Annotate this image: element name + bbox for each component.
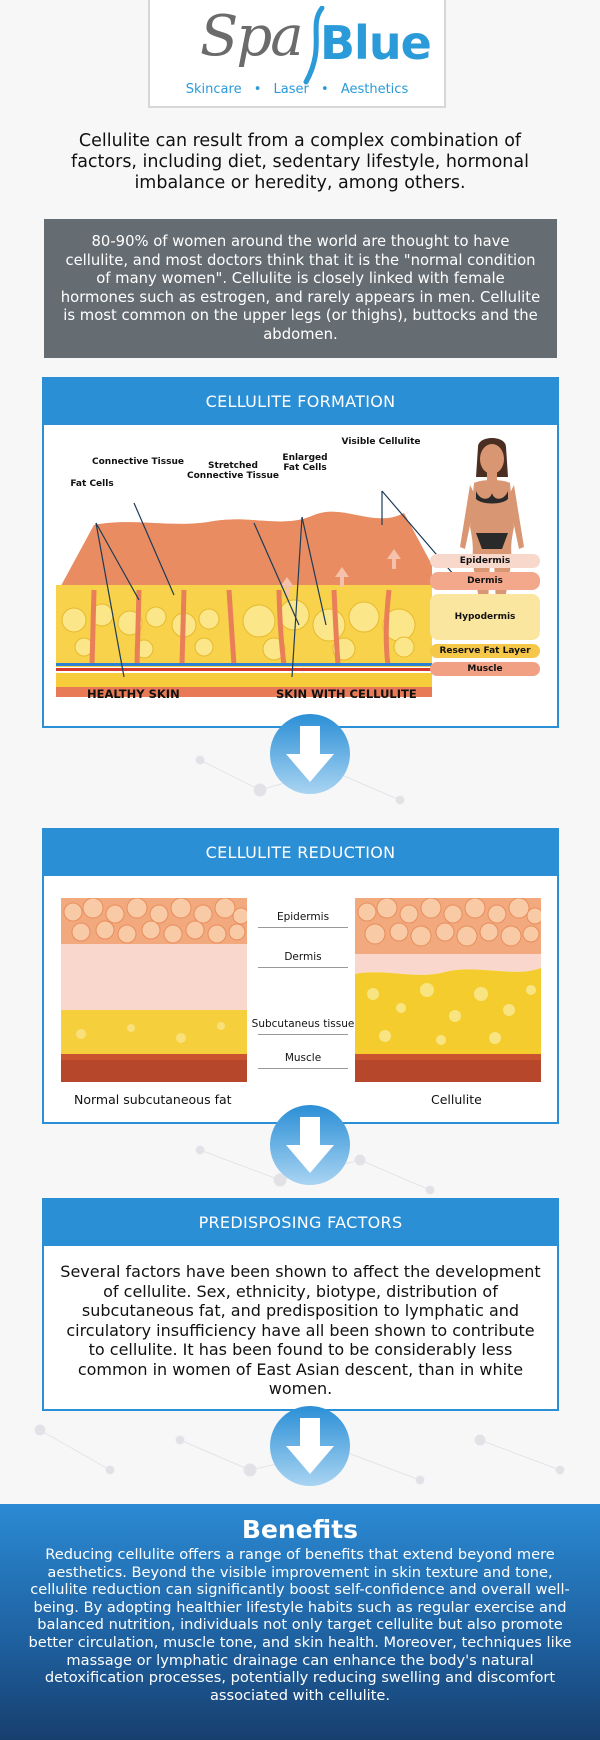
- layer-hypodermis: Hypodermis: [430, 594, 540, 640]
- label-connective-tissue: Connective Tissue: [92, 457, 184, 467]
- logo-tagline: Skincare • Laser • Aesthetics: [150, 82, 444, 97]
- predisposing-factors-text: Several factors have been shown to affec…: [60, 1262, 541, 1398]
- label-fat-cells: Fat Cells: [70, 479, 114, 489]
- predisposing-factors-title: PREDISPOSING FACTORS: [44, 1200, 557, 1246]
- logo-tag-skincare: Skincare: [185, 82, 242, 97]
- cellulite-fat-illustration: [355, 898, 541, 1082]
- cellulite-caption: Cellulite: [431, 1092, 482, 1107]
- stats-text: 80-90% of women around the world are tho…: [60, 233, 541, 343]
- down-arrow-icon: [270, 1105, 350, 1185]
- normal-fat-illustration: [61, 898, 247, 1082]
- benefits-text: Reducing cellulite offers a range of ben…: [28, 1546, 572, 1704]
- label-visible-cellulite: Visible Cellulite: [341, 437, 421, 447]
- label-enlarged-fat-cells: Enlarged Fat Cells: [282, 453, 328, 473]
- predisposing-factors-panel: PREDISPOSING FACTORS Several factors hav…: [42, 1198, 559, 1411]
- spa-blue-logo: Spa Blue Skincare • Laser • Aesthetics: [148, 0, 446, 108]
- divider: [258, 927, 348, 928]
- divider: [258, 967, 348, 968]
- cellulite-formation-title: CELLULITE FORMATION: [44, 379, 557, 425]
- cellulite-reduction-panel: CELLULITE REDUCTION Epidermis Dermis Sub…: [42, 828, 559, 1124]
- logo-word-spa: Spa: [200, 4, 304, 69]
- logo-tag-laser: Laser: [273, 82, 309, 97]
- layer-muscle: Muscle: [430, 662, 540, 676]
- stats-box: 80-90% of women around the world are tho…: [44, 219, 557, 358]
- normal-fat-caption: Normal subcutaneous fat: [74, 1092, 232, 1107]
- label-stretched-connective-tissue: Stretched Connective Tissue: [187, 461, 279, 481]
- reduction-layer-epidermis: Epidermis: [276, 911, 330, 923]
- intro-text: Cellulite can result from a complex comb…: [71, 131, 529, 193]
- reduction-layer-muscle: Muscle: [284, 1052, 322, 1064]
- cellulite-reduction-title: CELLULITE REDUCTION: [44, 830, 557, 876]
- divider: [258, 1068, 348, 1069]
- reduction-layer-subcutaneous: Subcutaneus tissue: [251, 1018, 355, 1030]
- healthy-skin-label: HEALTHY SKIN: [87, 687, 180, 701]
- layer-dermis: Dermis: [430, 572, 540, 590]
- cellulite-formation-panel: CELLULITE FORMATION: [42, 377, 559, 728]
- down-arrow-icon: [270, 1406, 350, 1486]
- down-arrow-icon: [270, 714, 350, 794]
- skin-with-cellulite-label: SKIN WITH CELLULITE: [276, 687, 417, 701]
- layer-epidermis: Epidermis: [430, 554, 540, 568]
- logo-bullet: •: [321, 82, 329, 97]
- logo-word-blue: Blue: [320, 16, 432, 70]
- benefits-title: Benefits: [241, 1515, 359, 1544]
- divider: [258, 1034, 348, 1035]
- reduction-layer-dermis: Dermis: [284, 951, 322, 963]
- logo-bullet: •: [253, 82, 262, 97]
- logo-tag-aesthetics: Aesthetics: [340, 82, 409, 97]
- layer-reserve-fat: Reserve Fat Layer: [430, 644, 540, 658]
- spa-swoosh-icon: [303, 6, 325, 85]
- benefits-section: Benefits Reducing cellulite offers a ran…: [0, 1504, 600, 1740]
